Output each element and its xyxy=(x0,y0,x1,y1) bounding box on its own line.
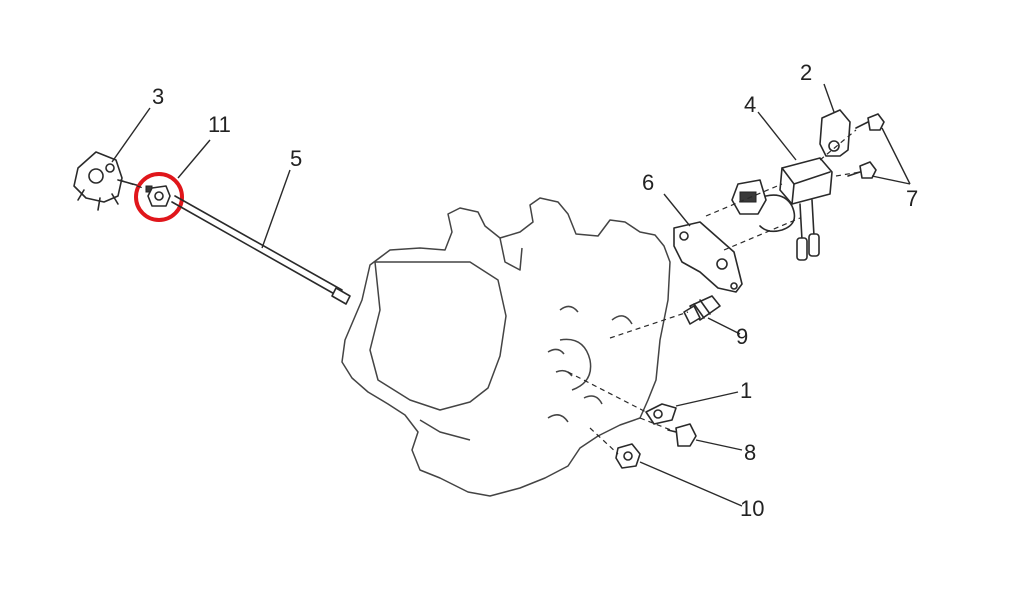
part-6-plate xyxy=(673,221,743,293)
part-7-bolts xyxy=(847,113,885,179)
leader-lines xyxy=(111,83,911,507)
part-10-nut xyxy=(615,443,641,469)
callout-3: 3 xyxy=(152,84,164,109)
callout-8: 8 xyxy=(744,440,756,465)
part-8-bolt xyxy=(667,423,697,447)
assembly-lines xyxy=(119,129,861,455)
callout-5: 5 xyxy=(290,146,302,171)
callout-7: 7 xyxy=(906,186,918,211)
part-9-stud xyxy=(683,295,721,325)
part-4-coil xyxy=(731,157,833,261)
part-11-nut xyxy=(134,172,184,222)
part-5-rod xyxy=(171,195,351,305)
part-2-bracket xyxy=(819,109,851,157)
callout-9: 9 xyxy=(736,324,748,349)
callout-10: 10 xyxy=(740,496,764,521)
callout-6: 6 xyxy=(642,170,654,195)
highlight-ring xyxy=(134,172,184,222)
part-3-governor xyxy=(73,151,141,211)
callout-1: 1 xyxy=(740,378,752,403)
callout-2: 2 xyxy=(800,60,812,85)
part-1-terminal xyxy=(645,403,677,425)
callout-11: 11 xyxy=(208,112,231,137)
callouts: 1 2 3 4 5 6 7 8 9 10 11 xyxy=(152,60,918,521)
callout-4: 4 xyxy=(744,92,756,117)
engine-block xyxy=(341,197,671,497)
